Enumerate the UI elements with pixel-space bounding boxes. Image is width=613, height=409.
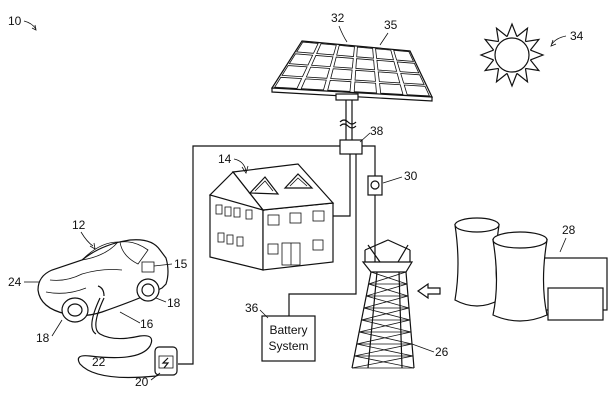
charging-cable bbox=[77, 297, 163, 379]
house-icon bbox=[208, 163, 335, 271]
tower-brace bbox=[363, 307, 411, 321]
tower-brace bbox=[359, 319, 411, 333]
solar-cell bbox=[281, 65, 308, 78]
tower-brace bbox=[366, 283, 408, 297]
ref-wheel-left: 18 bbox=[36, 331, 50, 345]
battery-system: Battery System bbox=[261, 315, 316, 362]
tower-brace bbox=[361, 307, 410, 321]
solar-cell bbox=[356, 46, 374, 59]
sun-ray bbox=[495, 26, 508, 42]
ref-cable: 22 bbox=[92, 355, 106, 369]
sun-ray bbox=[506, 22, 518, 37]
ref-power-plant: 28 bbox=[562, 223, 576, 237]
ref-battery-system: 36 bbox=[245, 301, 259, 315]
ref-charger: 20 bbox=[135, 375, 149, 389]
solar-cell bbox=[305, 66, 331, 79]
tower-brace bbox=[363, 295, 409, 309]
tower-brace bbox=[370, 271, 408, 285]
solar-cell bbox=[327, 79, 352, 92]
solar-cell bbox=[393, 49, 415, 62]
sun-ray bbox=[530, 49, 545, 61]
solar-cell bbox=[353, 81, 377, 94]
solar-cell bbox=[316, 43, 337, 56]
solar-cell bbox=[375, 48, 395, 61]
solar-cell bbox=[354, 69, 376, 82]
solar-cell bbox=[288, 53, 314, 66]
ref-junction: 38 bbox=[370, 124, 384, 138]
solar-cell bbox=[376, 59, 398, 72]
ref-wheel-right: 18 bbox=[167, 296, 181, 310]
ref-vehicle: 12 bbox=[72, 218, 86, 232]
ref-tower: 26 bbox=[435, 345, 449, 359]
junction-box bbox=[339, 139, 363, 155]
sun-ray bbox=[506, 73, 518, 88]
solar-cell bbox=[300, 78, 327, 91]
power-flow-arrow bbox=[416, 282, 441, 300]
tower-brace bbox=[368, 271, 407, 285]
power-wiring bbox=[178, 98, 376, 365]
power-plant-icon bbox=[454, 217, 608, 322]
transmission-tower-icon bbox=[351, 239, 415, 369]
solar-cell bbox=[379, 83, 404, 95]
solar-cell bbox=[336, 44, 355, 57]
solar-cells bbox=[274, 41, 431, 97]
charger-icon bbox=[154, 346, 178, 376]
sun-icon bbox=[479, 22, 545, 88]
solar-cell bbox=[333, 56, 354, 69]
sun-ray bbox=[525, 38, 541, 51]
solar-cell bbox=[355, 58, 375, 71]
solar-cell bbox=[377, 71, 401, 84]
sun-ray bbox=[479, 49, 494, 61]
solar-cell bbox=[330, 68, 353, 81]
battery-label-line1: Battery bbox=[269, 323, 307, 337]
solar-cell bbox=[396, 61, 420, 74]
sun-ray bbox=[525, 59, 541, 72]
sun-ray bbox=[483, 38, 499, 51]
solar-cell bbox=[274, 76, 303, 89]
sun-ray bbox=[495, 68, 508, 84]
solar-cell bbox=[403, 84, 431, 97]
ref-system: 10 bbox=[8, 14, 22, 28]
ref-charge-port: 15 bbox=[174, 257, 188, 271]
solar-array bbox=[270, 40, 433, 102]
vehicle-icon bbox=[37, 239, 169, 323]
tower-brace bbox=[356, 331, 412, 345]
ref-sun: 34 bbox=[570, 29, 584, 43]
solar-cell bbox=[400, 73, 425, 85]
tower-brace bbox=[368, 283, 409, 297]
tower-brace bbox=[366, 295, 410, 309]
ref-charge-plug: 16 bbox=[140, 317, 154, 331]
ref-solar-cells: 35 bbox=[384, 18, 398, 32]
ref-meter: 30 bbox=[404, 169, 418, 183]
sun-ray bbox=[483, 59, 499, 72]
solar-cell bbox=[310, 55, 334, 68]
tower-brace bbox=[351, 355, 414, 369]
ref-house: 14 bbox=[218, 152, 232, 166]
tower-brace bbox=[354, 343, 413, 357]
meter-icon bbox=[367, 175, 383, 196]
battery-label-line2: System bbox=[268, 339, 308, 353]
reference-labels: 10 32 35 34 38 14 30 28 12 15 24 18 16 1… bbox=[8, 11, 584, 389]
sun-ray bbox=[516, 26, 529, 42]
ref-vehicle-body: 24 bbox=[8, 275, 22, 289]
solar-cell bbox=[296, 41, 319, 54]
sun-ray bbox=[516, 68, 529, 84]
ref-solar-array: 32 bbox=[331, 11, 345, 25]
